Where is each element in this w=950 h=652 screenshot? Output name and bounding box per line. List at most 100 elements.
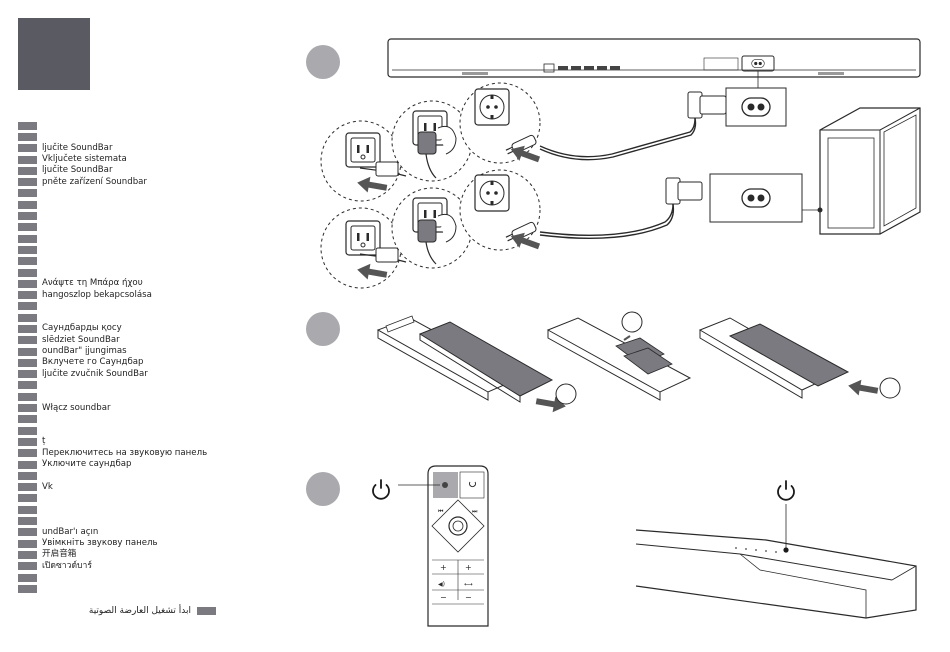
language-chip — [18, 494, 37, 503]
language-chip — [18, 404, 37, 413]
language-row — [18, 244, 288, 255]
language-chip — [18, 539, 37, 548]
language-row — [18, 256, 288, 267]
language-label: Увімкніть звукову панель — [42, 538, 158, 549]
soundbar-top — [635, 529, 917, 619]
language-row — [18, 414, 288, 425]
power-cable-sub — [539, 177, 703, 240]
language-chip — [18, 279, 37, 288]
language-chip — [18, 234, 37, 243]
language-chip — [18, 358, 37, 367]
language-row: เปิดซาวด์บาร์ — [18, 561, 288, 572]
language-chip — [18, 132, 37, 141]
language-row: oundBar" įjungimas — [18, 346, 288, 357]
language-row: Увімкніть звукову панель — [18, 538, 288, 549]
language-chip — [18, 528, 37, 537]
language-label: slēdziet SoundBar — [42, 334, 120, 345]
language-label: เปิดซาวด์บาร์ — [42, 560, 92, 571]
svg-text:+: + — [465, 563, 472, 572]
language-chip — [18, 257, 37, 266]
language-row: hangoszlop bekapcsolása — [18, 289, 288, 300]
language-label: Вклучете го Саундбар — [42, 357, 144, 368]
language-chip — [18, 460, 37, 469]
language-row — [18, 470, 288, 481]
language-row — [18, 222, 288, 233]
remote-cover-closed — [698, 317, 901, 399]
language-row — [18, 312, 288, 323]
language-label: ljučite SoundBar — [42, 142, 113, 153]
language-row — [18, 515, 288, 526]
language-chip — [18, 426, 37, 435]
language-row: ț — [18, 436, 288, 447]
language-row — [18, 188, 288, 199]
language-label: Vk — [42, 481, 53, 492]
svg-text:−: − — [440, 593, 447, 602]
language-row: 开启音箱 — [18, 549, 288, 560]
language-row — [18, 267, 288, 278]
language-chip — [18, 200, 37, 209]
language-chip — [18, 505, 37, 514]
step-badge-3 — [306, 472, 340, 506]
language-chip — [18, 449, 37, 458]
language-chip — [18, 437, 37, 446]
subwoofer — [817, 107, 921, 235]
power-callout-remote — [372, 479, 440, 500]
language-label: pněte zařízení Soundbar — [42, 176, 147, 187]
language-row — [18, 301, 288, 312]
svg-text:⟷: ⟷ — [464, 581, 473, 588]
language-label: Саундбарды қосу — [42, 323, 122, 334]
language-chip — [18, 483, 37, 492]
language-row: ljučite SoundBar — [18, 143, 288, 154]
language-row: pněte zařízení Soundbar — [18, 176, 288, 187]
language-chip — [18, 189, 37, 198]
language-row — [18, 493, 288, 504]
power-cable-top — [539, 91, 727, 161]
language-label: Переключитесь на звуковую панель — [42, 447, 208, 458]
cover-block — [18, 18, 90, 90]
language-label: ljučite zvučnik SoundBar — [42, 368, 148, 379]
soundbar-rear — [387, 38, 921, 78]
language-row — [18, 425, 288, 436]
language-chip — [18, 573, 37, 582]
language-row: Vk — [18, 482, 288, 493]
step-badge-2 — [306, 312, 340, 346]
language-chip — [18, 415, 37, 424]
power-icon — [372, 479, 390, 500]
language-label: ljučite SoundBar — [42, 165, 113, 176]
language-label: hangoszlop bekapcsolása — [42, 289, 152, 300]
remote-control: ⏮ ⏭ + + ◀) ⟷ − − — [427, 465, 489, 627]
language-chip — [197, 607, 216, 615]
language-row-arabic: ابدأ تشغيل العارضة الصوتية — [70, 604, 216, 618]
outlet-callouts-top — [320, 82, 542, 202]
language-chip — [18, 313, 37, 322]
language-chip — [18, 144, 37, 153]
language-label: Уключите саундбар — [42, 459, 132, 470]
language-row: Уключите саундбар — [18, 459, 288, 470]
language-chip — [18, 121, 37, 130]
power-callout-soundbar — [777, 480, 795, 548]
language-row — [18, 210, 288, 221]
connector-callout-top — [725, 71, 787, 127]
language-chip — [18, 517, 37, 526]
language-label: oundBar" įjungimas — [42, 346, 127, 357]
svg-text:−: − — [465, 593, 472, 602]
language-row: Вклучете го Саундбар — [18, 357, 288, 368]
language-row: Ανάψτε τη Μπάρα ήχου — [18, 278, 288, 289]
language-label: ț — [42, 436, 46, 447]
language-row: Саундбарды қосу — [18, 323, 288, 334]
remote-batteries — [546, 311, 692, 401]
language-chip — [18, 212, 37, 221]
language-row — [18, 120, 288, 131]
svg-text:+: + — [440, 563, 447, 572]
language-chip — [18, 550, 37, 559]
language-label: 开启音箱 — [42, 549, 77, 560]
language-chip — [18, 347, 37, 356]
connector-callout-sub — [709, 173, 820, 223]
language-chip — [18, 471, 37, 480]
language-chip — [18, 302, 37, 311]
language-row: Vključete sistemata — [18, 154, 288, 165]
outlet-callouts-bottom — [320, 169, 542, 289]
